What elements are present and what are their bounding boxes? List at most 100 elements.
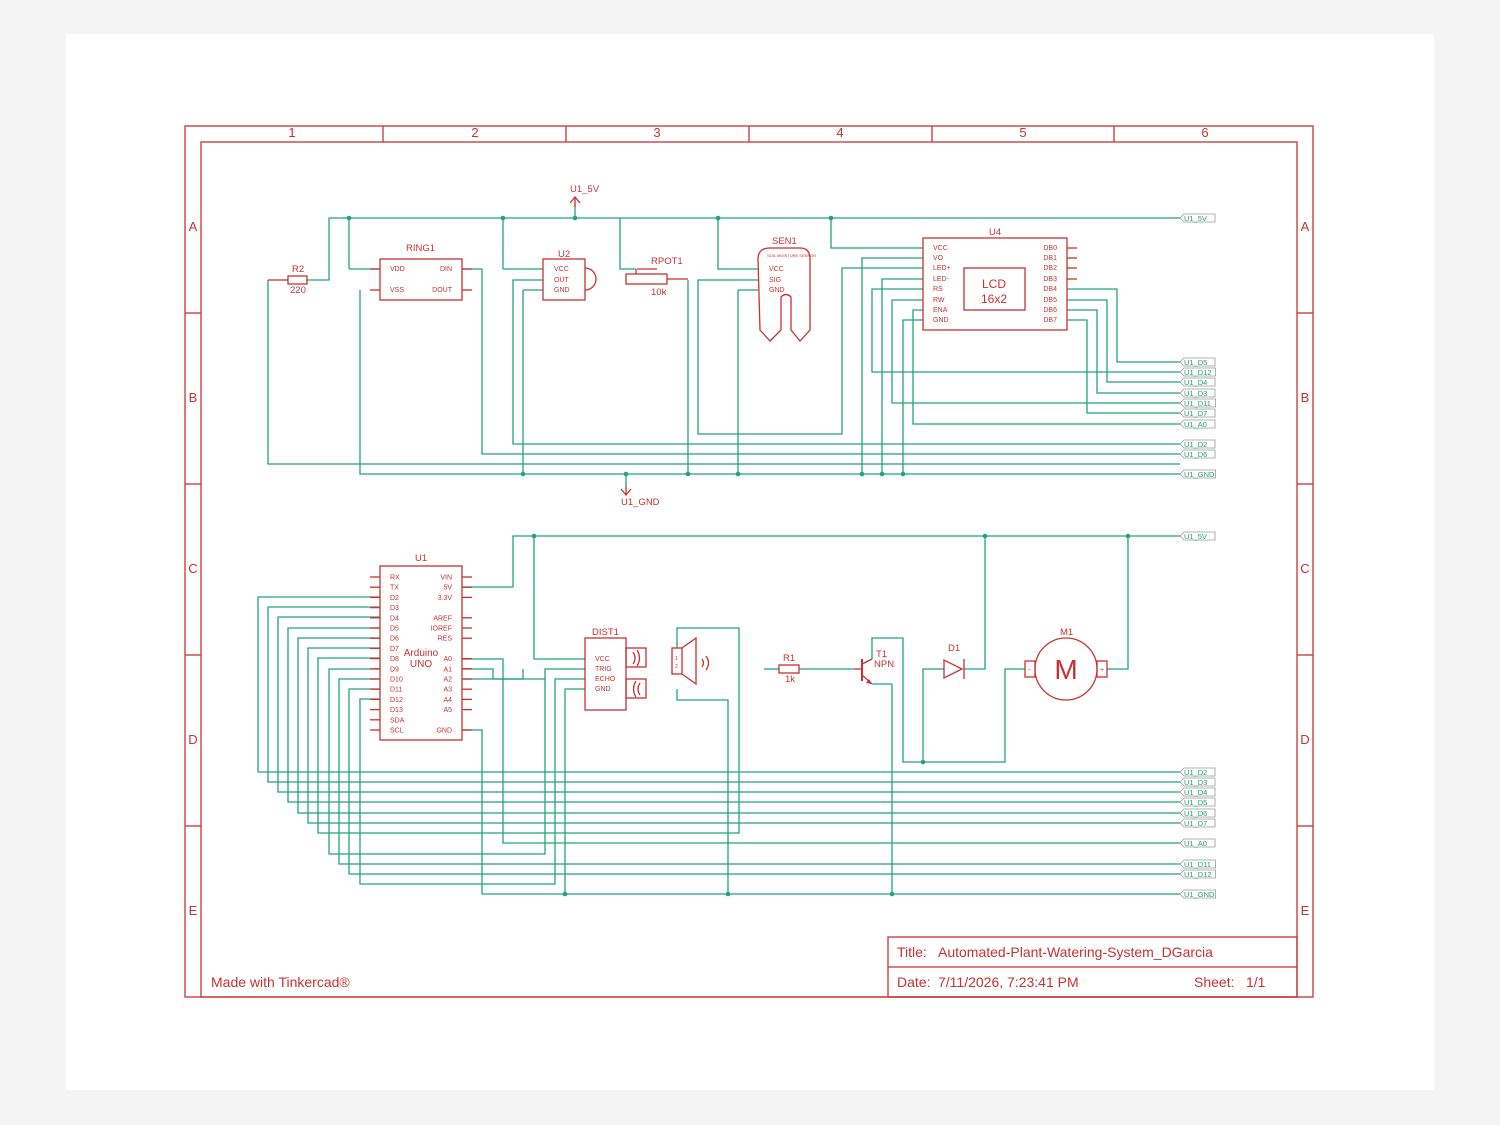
u2-pin-out: OUT [554,277,570,284]
ground-symbol [620,486,632,497]
column-label-5: 5 [1019,125,1026,140]
top-circuit-wires [267,205,1180,486]
arduino-label-line1: Arduino [404,648,439,659]
r1-value: 1k [785,674,795,685]
lcd-label-line2: 16x2 [981,292,1007,306]
sen1-pin-sig: SIG [769,277,781,284]
net-label-u1-gnd: U1_GND [1184,890,1215,899]
top-junctions [346,215,906,477]
arduino-pin-left-scl: SCL [390,728,404,735]
r2-ref: R2 [292,264,304,275]
drawing-frame [184,125,1314,998]
u4-pin-db2: DB2 [1043,265,1057,272]
sheet-value: 1/1 [1246,974,1266,990]
t1-value: NPN [874,659,894,670]
dc-motor-m1 [1024,637,1108,701]
arduino-pin-right-3-3v: 3.3V [438,595,453,602]
u4-pin-led-minus: LED- [933,276,950,283]
soil-moisture-sensor-sen1 [757,247,811,342]
u2-component [542,258,597,301]
row-label-a-right: A [1301,219,1310,234]
sen1-ref: SEN1 [772,236,797,247]
arduino-pin-left-d9: D9 [390,666,399,673]
bottom-junctions [531,533,1131,897]
u2-pin-gnd: GND [554,287,570,294]
sen1-subtitle: SOIL MOISTURE SENSOR [767,253,816,258]
lcd-label-line1: LCD [982,277,1006,291]
row-label-b-left: B [189,390,198,405]
column-label-4: 4 [836,125,843,140]
r2-value: 220 [290,285,306,296]
resistor-r1 [778,664,800,674]
t1-ref: T1 [876,649,887,660]
arduino-pin-right-vin: VIN [440,575,452,582]
arduino-pin-right-a5: A5 [443,707,452,714]
motor-plus: + [1100,667,1104,674]
sheet-label: Sheet: [1194,974,1234,990]
net-label-u1-d6: U1_D6 [1184,809,1207,818]
u4-pin-db3: DB3 [1043,276,1057,283]
schematic-drawing: 1 2 3 4 5 6 A B C D E A B C D E [184,125,1314,998]
power-symbol [569,195,581,207]
arduino-pin-left-d7: D7 [390,646,399,653]
row-label-b-right: B [1301,390,1310,405]
u4-pin-rs: RS [933,286,943,293]
net-label-u1-d4: U1_D4 [1184,788,1207,797]
top-net-labels: U1_5VU1_D5U1_D12U1_D4U1_D3U1_D11U1_D7U1_… [1179,213,1216,479]
date-label: Date: [897,974,930,990]
u4-pin-db5: DB5 [1043,297,1057,304]
u1-ref: U1 [415,553,427,564]
net-label-u1-d4: U1_D4 [1184,378,1207,387]
arduino-pin-left-rx: RX [390,575,400,582]
ground-label: U1_GND [621,497,660,508]
net-label-u1-5v: U1_5V [1184,532,1207,541]
row-label-d-right: D [1300,732,1309,747]
arduino-pin-right-a2: A2 [443,677,452,684]
title-block [887,936,1298,998]
rpot1-value: 10k [651,287,667,298]
arduino-pin-left-tx: TX [390,585,399,592]
rpot1-ref: RPOT1 [651,256,683,267]
net-label-u1-a0: U1_A0 [1184,839,1207,848]
diode-d1 [943,658,965,680]
arduino-pin-left-d3: D3 [390,605,399,612]
arduino-pin-left-d4: D4 [390,615,399,622]
ring1-ref: RING1 [406,243,435,254]
power-label: U1_5V [570,184,600,195]
u2-pin-vcc: VCC [554,266,569,273]
net-label-u1-d7: U1_D7 [1184,819,1207,828]
arduino-uno-u1 [379,565,463,741]
column-label-3: 3 [653,125,660,140]
piezo-speaker: 1 2 [671,636,710,686]
u4-pin-db6: DB6 [1043,307,1057,314]
arduino-pin-right-aref: AREF [433,615,452,622]
u4-pin-db7: DB7 [1043,317,1057,324]
dist1-pin-trig: TRIG [595,666,612,673]
u4-pin-db4: DB4 [1043,286,1057,293]
motor-symbol: M [1054,654,1077,685]
u4-pin-db0: DB0 [1043,245,1057,252]
arduino-pin-left-sda: SDA [390,717,405,724]
net-label-u1-d6: U1_D6 [1184,450,1207,459]
u4-pin-db1: DB1 [1043,255,1057,262]
u2-ref: U2 [558,249,570,260]
dist1-pin-gnd: GND [595,686,611,693]
d1-ref: D1 [948,643,960,654]
net-label-u1-d11: U1_D11 [1184,399,1211,408]
net-label-u1-d3: U1_D3 [1184,389,1207,398]
arduino-pin-right-res: RES [438,636,453,643]
u4-pin-vcc: VCC [933,245,948,252]
npn-transistor-t1 [854,658,873,685]
title-value: Automated-Plant-Watering-System_DGarcia [938,944,1213,960]
row-label-d-left: D [188,732,197,747]
row-label-c-left: C [188,561,197,576]
arduino-pin-right-a3: A3 [443,687,452,694]
arduino-pin-left-d13: D13 [390,707,403,714]
ring1-pin-dout: DOUT [432,287,453,294]
column-label-1: 1 [288,125,295,140]
title-label: Title: [897,944,927,960]
column-label-6: 6 [1201,125,1208,140]
arduino-pin-right-a0: A0 [443,656,452,663]
dist1-pin-vcc: VCC [595,656,610,663]
